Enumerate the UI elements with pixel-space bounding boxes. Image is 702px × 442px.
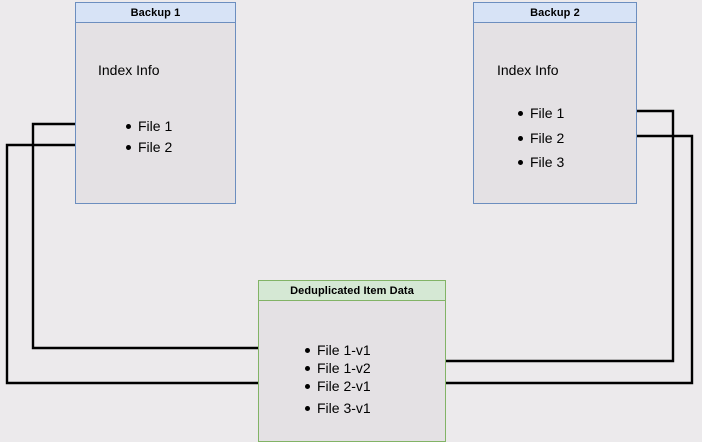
list-item[interactable]: File 2 bbox=[518, 129, 564, 147]
backup-1-box[interactable]: Backup 1 Index Info File 1 File 2 bbox=[75, 2, 236, 204]
list-item[interactable]: File 1 bbox=[126, 117, 172, 135]
list-item[interactable]: File 1-v2 bbox=[305, 359, 371, 377]
deduplicated-item-data-box[interactable]: Deduplicated Item Data File 1-v1 File 1-… bbox=[258, 280, 446, 442]
bullet-icon bbox=[126, 144, 131, 150]
dedup-header: Deduplicated Item Data bbox=[258, 280, 446, 301]
bullet-icon bbox=[518, 135, 523, 141]
list-item[interactable]: File 1-v1 bbox=[305, 341, 371, 359]
bullet-icon bbox=[305, 405, 310, 411]
list-item[interactable]: File 3 bbox=[518, 153, 564, 171]
backup-1-header: Backup 1 bbox=[75, 2, 236, 23]
list-item[interactable]: File 2 bbox=[126, 138, 172, 156]
backup-2-header: Backup 2 bbox=[473, 2, 637, 23]
backup-1-file-0-label: File 1 bbox=[138, 118, 173, 134]
backup-2-body bbox=[473, 23, 637, 204]
backup-1-file-1-label: File 2 bbox=[138, 139, 173, 155]
backup-2-index-label: Index Info bbox=[497, 62, 559, 78]
bullet-icon bbox=[518, 110, 523, 116]
dedup-body bbox=[258, 301, 446, 442]
bullet-icon bbox=[305, 383, 310, 389]
bullet-icon bbox=[126, 123, 131, 129]
bullet-icon bbox=[305, 365, 310, 371]
bullet-icon bbox=[305, 347, 310, 353]
dedup-item-1-label: File 1-v2 bbox=[317, 360, 371, 376]
dedup-item-2-label: File 2-v1 bbox=[317, 378, 371, 394]
backup-2-file-0-label: File 1 bbox=[530, 105, 565, 121]
backup-2-box[interactable]: Backup 2 Index Info File 1 File 2 File 3 bbox=[473, 2, 637, 204]
backup-1-index-label: Index Info bbox=[98, 62, 160, 78]
backup-2-file-1-label: File 2 bbox=[530, 130, 565, 146]
list-item[interactable]: File 2-v1 bbox=[305, 377, 371, 395]
list-item[interactable]: File 3-v1 bbox=[305, 399, 371, 417]
dedup-item-3-label: File 3-v1 bbox=[317, 400, 371, 416]
dedup-item-0-label: File 1-v1 bbox=[317, 342, 371, 358]
backup-1-body bbox=[75, 23, 236, 204]
bullet-icon bbox=[518, 159, 523, 165]
list-item[interactable]: File 1 bbox=[518, 104, 564, 122]
backup-2-file-2-label: File 3 bbox=[530, 154, 565, 170]
